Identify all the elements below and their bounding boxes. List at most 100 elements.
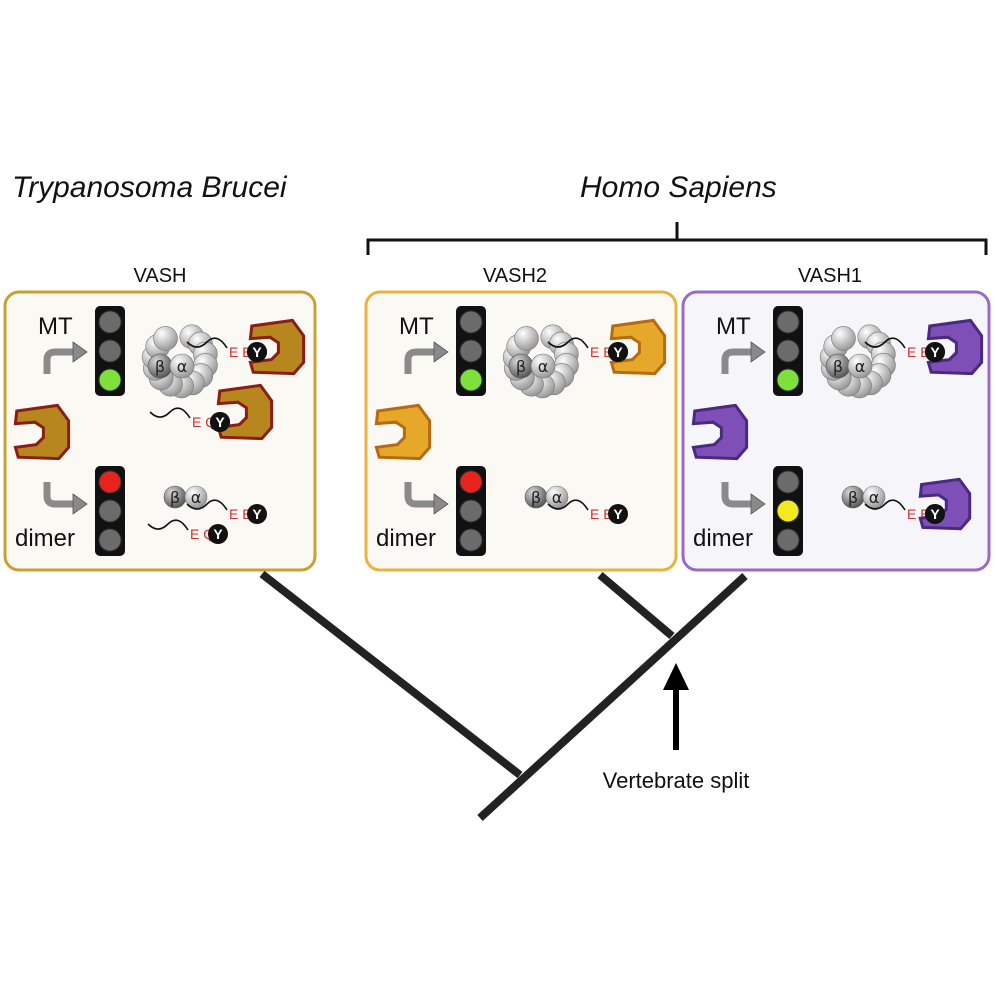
tyrosine-residue [925, 504, 945, 524]
dimer-arrow-icon [404, 482, 449, 515]
dimer-label: dimer [376, 525, 436, 552]
tyrosine-label: Y [252, 344, 262, 360]
tyrosine-residue [247, 504, 267, 524]
tail-residues: E E [907, 344, 930, 360]
free-enzyme-icon [374, 403, 432, 461]
panel-title-vash1: VASH1 [798, 265, 862, 287]
alpha-label: α [177, 357, 188, 376]
beta-label: β [833, 357, 843, 376]
arrow-shaft [43, 348, 75, 374]
panel-title-vash2: VASH2 [483, 265, 547, 287]
tree-trunk [477, 573, 748, 821]
tail-residues: E Q [190, 526, 214, 542]
alpha-label: α [552, 488, 563, 507]
alpha-tubulin [530, 353, 556, 379]
mt-arrow-icon [721, 341, 766, 374]
traffic-light-lit [459, 470, 483, 494]
species-trypanosoma-label: Trypanosoma Brucei [12, 171, 288, 204]
traffic-light-off [98, 339, 122, 363]
dimer-label: dimer [693, 525, 753, 552]
beta-label: β [516, 357, 526, 376]
traffic-light-lit [459, 368, 483, 392]
beta-label: β [170, 488, 180, 507]
arrow-shaft [404, 348, 436, 374]
alpha-label: α [855, 357, 866, 376]
tree-branch-vash [259, 570, 523, 779]
traffic-light-off [98, 310, 122, 334]
free-enzyme-icon [13, 403, 71, 461]
mt-arrow-icon [43, 341, 88, 374]
arrow-shaft [721, 348, 753, 374]
tail-residues: E Q [192, 414, 216, 430]
alpha-tubulin [169, 353, 195, 379]
alpha-tubulin [184, 485, 208, 509]
dimer-traffic-light [95, 466, 125, 556]
beta-label: β [155, 357, 165, 376]
alpha-label: α [869, 488, 880, 507]
bound-enzyme-icon [609, 318, 667, 376]
traffic-light-off [776, 310, 800, 334]
traffic-light-lit [776, 499, 800, 523]
alpha-tubulin [847, 353, 873, 379]
beta-label: β [848, 488, 858, 507]
traffic-light-lit [98, 368, 122, 392]
traffic-light-lit [776, 368, 800, 392]
bound-enzyme-icon [926, 318, 984, 376]
bound-enzyme-icon [248, 318, 306, 376]
tyrosine-label: Y [613, 344, 623, 360]
arrow-head [750, 493, 766, 515]
dimer-traffic-light [456, 466, 486, 556]
arrow-head [750, 341, 766, 363]
dimer-arrow-icon [721, 482, 766, 515]
c-terminal-tail [186, 499, 228, 511]
tail-residues: E E [590, 344, 613, 360]
tree-branch-vash2 [597, 571, 675, 640]
tyrosine-label: Y [215, 414, 225, 430]
arrow-shaft [404, 482, 436, 508]
c-terminal-tail [149, 407, 191, 419]
c-terminal-tail [186, 337, 228, 349]
dimer-bound-enzyme-icon [918, 477, 972, 531]
vertebrate-split-label: Vertebrate split [603, 768, 750, 793]
tail-residues: E E [590, 506, 613, 522]
traffic-light-off [98, 528, 122, 552]
traffic-light-off [776, 470, 800, 494]
mt-label: MT [399, 313, 434, 340]
arrow-head [72, 493, 88, 515]
traffic-light-off [459, 499, 483, 523]
traffic-light-off [776, 339, 800, 363]
alpha-tubulin [862, 485, 886, 509]
traffic-light-lit [98, 470, 122, 494]
tyrosine-label: Y [213, 526, 223, 542]
alpha-label: α [538, 357, 549, 376]
tyrosine-residue [247, 342, 267, 362]
traffic-light-off [459, 339, 483, 363]
species-homo-label: Homo Sapiens [580, 171, 777, 204]
homo-sapiens-bracket [366, 222, 988, 255]
phylogenetic-tree [259, 570, 748, 821]
c-terminal-tail [547, 499, 589, 511]
tyrosine-label: Y [613, 506, 623, 522]
tyrosine-residue [608, 504, 628, 524]
tyrosine-label: Y [252, 506, 262, 522]
c-terminal-tail [147, 519, 189, 531]
traffic-light-off [98, 499, 122, 523]
mt-arrow-icon [404, 341, 449, 374]
tyrosine-residue [208, 524, 228, 544]
tubulin-subunit [153, 326, 178, 351]
c-terminal-tail [547, 337, 589, 349]
vertebrate-split-arrow [663, 663, 689, 750]
c-terminal-tail [864, 499, 906, 511]
mt-traffic-light [456, 306, 486, 396]
arrow-head [433, 341, 449, 363]
